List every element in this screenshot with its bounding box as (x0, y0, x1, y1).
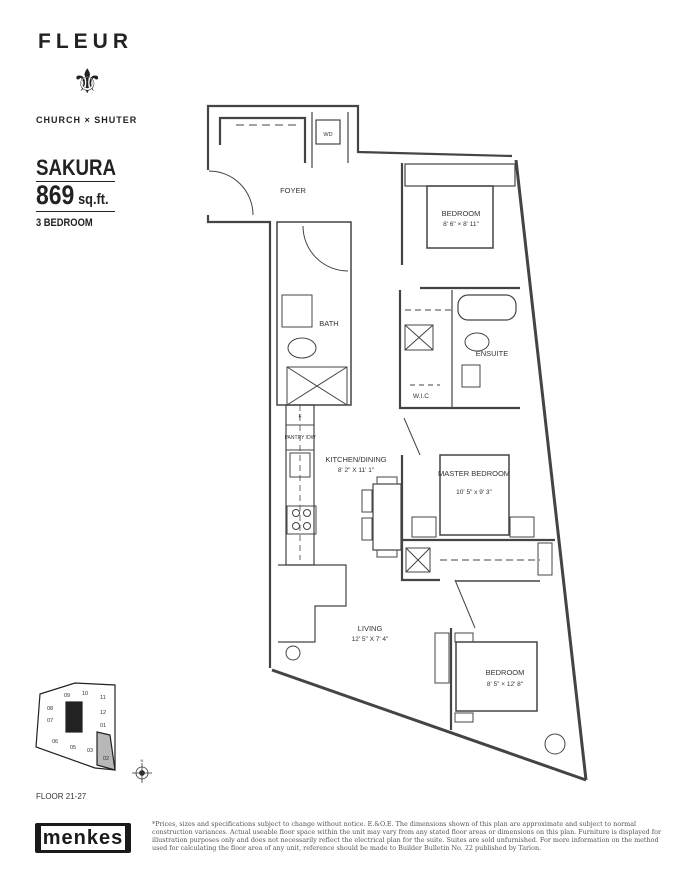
floor-label: FLOOR 21-27 (36, 792, 87, 801)
room-label-wic: W.I.C (413, 393, 429, 400)
room-size-bedroom-1: 8' 6" × 8' 11" (443, 221, 479, 228)
key-plan-unit-label: 05 (70, 745, 76, 751)
room-label-fridge: F (298, 414, 301, 420)
key-plan-unit-label: 08 (47, 706, 53, 712)
room-size-kitchen: 8' 2" X 11' 1" (338, 467, 375, 474)
area-value: 869 (36, 180, 75, 210)
suite-area: 869 sq.ft. (36, 180, 109, 211)
room-label-bedroom-1: BEDROOM (442, 209, 481, 218)
key-plan-unit-label: 03 (87, 748, 93, 754)
brand-name: FLEUR (38, 30, 133, 53)
area-unit: sq.ft. (78, 191, 109, 208)
key-plan-unit-label: 02 (103, 756, 109, 762)
brand-subtitle: CHURCH × SHUTER (36, 115, 138, 125)
room-size-living: 12' 5" X 7' 4" (352, 636, 389, 643)
key-plan-unit-label: 07 (47, 718, 53, 724)
exterior-wall (206, 215, 272, 668)
key-plan-unit-label: 09 (64, 693, 70, 699)
disclaimer: *Prices, sizes and specifications subjec… (152, 820, 662, 852)
room-size-master: 10' 5" x 9' 3" (456, 489, 492, 496)
room-label-master: MASTER BEDROOM (438, 469, 510, 478)
key-plan-unit-label: 12 (100, 710, 106, 716)
room-label-ensuite: ENSUITE (476, 349, 509, 358)
window-wall-south (271, 668, 587, 782)
key-plan (35, 682, 116, 771)
divider (36, 181, 115, 182)
divider (36, 211, 115, 212)
compass-north: N (141, 758, 144, 763)
suite-name: SAKURA (36, 155, 117, 180)
developer-logo: menkes (35, 823, 131, 853)
room-label-bath: BATH (319, 319, 338, 328)
room-label-wd: WD (323, 132, 332, 138)
room-label-living: LIVING (358, 624, 383, 633)
key-plan-unit-label: 11 (100, 695, 106, 701)
compass-icon (132, 763, 152, 783)
exterior-wall (206, 104, 513, 170)
key-plan-unit-label: 01 (100, 723, 106, 729)
room-size-bedroom-3: 8' 5" × 12' 8" (487, 681, 524, 688)
window-wall-east (514, 159, 588, 781)
room-label-foyer: FOYER (280, 186, 306, 195)
key-plan-unit-label: 06 (52, 739, 58, 745)
key-plan-highlighted-unit (96, 731, 116, 771)
developer-name: menkes (41, 826, 125, 850)
room-label-bedroom-3: BEDROOM (486, 668, 525, 677)
key-plan-unit-label: 10 (82, 691, 88, 697)
room-label-kitchen: KITCHEN/DINING (325, 455, 386, 464)
bedroom-count: 3 BEDROOM (36, 217, 93, 229)
room-label-pantry: PANTRY /DW (285, 435, 316, 441)
fleur-de-lis-icon: ⚜ (72, 63, 103, 101)
